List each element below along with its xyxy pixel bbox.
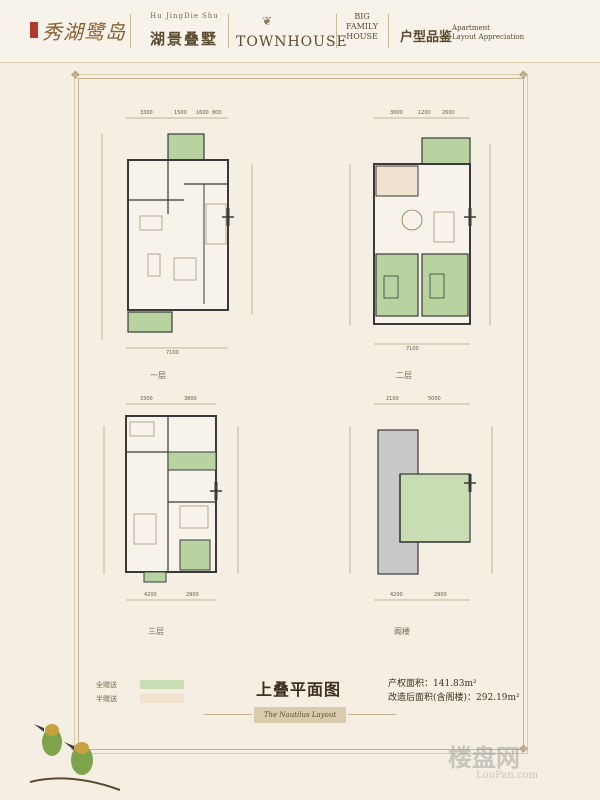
plan-label: 一层 [150,371,166,380]
floor-plan-attic: 2100 5000 4200 2900 阁楼 [330,390,510,636]
ribbon-banner: The Nautilus Layout [254,707,346,723]
dim-text: 3300 [140,110,153,116]
dim-text: 3000 [390,110,403,116]
pinyin-jing: Jing [166,12,185,20]
header-divider [228,14,229,48]
legend-swatch-full [140,680,184,689]
pinyin-hu: Hu [150,12,163,20]
layout-title-en: Apartment Layout Appreciation [452,24,525,41]
watermark-sub: LouPan.com [476,770,539,781]
floor-plan-2: 3000 1200 2600 7100 二层 [330,104,510,380]
plan-label: 阁楼 [394,627,410,636]
dim-text: 1500 [174,110,187,116]
plan-label: 三层 [148,627,164,636]
dim-text: 1600 [196,110,209,116]
floor-plan-1: 3300 1500 1600 800 7100 一层 [88,104,268,380]
legend-label: 全赠送 [96,681,117,689]
pinyin-shu: Shu [202,12,219,20]
dim-text: 2600 [442,110,455,116]
townhouse-title: TOWNHOUSE [236,34,348,50]
flourish-icon: ❦ [262,14,273,28]
dim-text: 3300 [140,396,153,402]
plan-title: 上叠平面图 [256,680,342,699]
brand-logo: 秀湖鹭岛 [42,20,126,44]
dim-text: 3800 [184,396,197,402]
corner-ornament-icon: ❖ [518,742,529,756]
header-divider [130,14,131,48]
divider-line [204,714,252,715]
watermark: 楼盘网 [448,743,520,772]
legend-swatch-half [140,694,184,703]
plan-label: 二层 [396,371,412,380]
corner-ornament-icon: ❖ [70,68,81,82]
layout-title-cn: 户型品鉴 [400,30,453,45]
dim-text: 4200 [390,592,403,598]
dim-text: 2900 [186,592,199,598]
pinyin-die: Die [184,12,199,20]
big-family-house: BIG FAMILY HOUSE [346,12,379,41]
property-area: 产权面积：141.83m² [388,679,477,689]
dim-text: 7100 [406,346,419,352]
bird-illustration-icon [29,712,121,796]
header-divider [388,14,389,48]
divider-line [348,714,396,715]
header-divider [336,14,337,48]
dim-text: 800 [212,110,222,116]
header-bar: 秀湖鹭岛 Hu Jing Die Shu 湖景叠墅 ❦ TOWNHOUSE BI… [0,0,600,63]
corner-ornament-icon: ❖ [518,68,529,82]
brand-seal [30,22,38,38]
inner-frame [78,78,524,750]
legend-label: 半赠送 [96,695,117,703]
dim-text: 2900 [434,592,447,598]
dim-text: 7100 [166,350,179,356]
title-cn: 湖景叠墅 [150,30,219,48]
dim-text: 1200 [418,110,431,116]
outer-frame [74,74,528,754]
floor-plan-3: 3300 3800 4200 2900 三层 [88,390,268,636]
renovated-area: 改造后面积(含阁楼)：292.19m² [388,693,520,703]
dim-text: 4200 [144,592,157,598]
dim-text: 5000 [428,396,441,402]
dim-text: 2100 [386,396,399,402]
